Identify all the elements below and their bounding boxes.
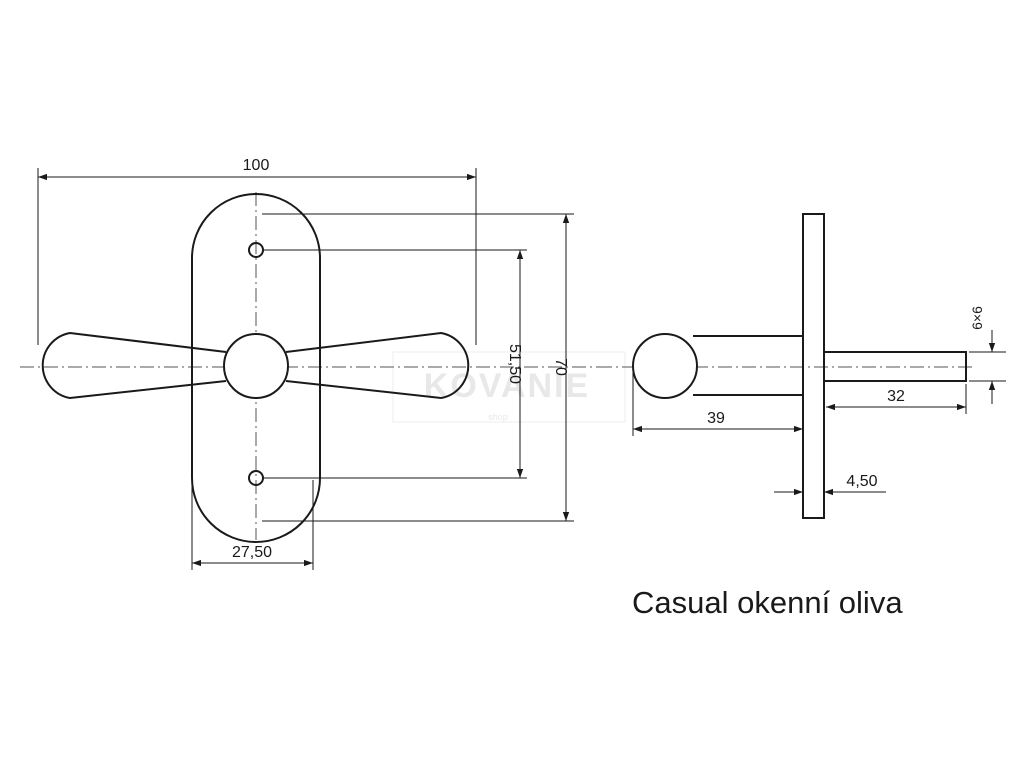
dim-total-width: 100 [37,157,477,345]
lever-left [41,331,227,400]
dim-70-text: 70 [552,358,569,376]
knob-neck [693,335,803,396]
watermark-sub: shop [488,412,508,422]
center-boss [223,333,289,399]
dim-rosette-width: 27,50 [191,480,314,570]
lever-right [285,331,470,400]
rosette-plate [802,213,825,519]
dim-rosette-thickness: 4,50 [774,473,886,496]
watermark-brand: KOVANIE [424,367,590,405]
side-view [598,213,975,519]
dim-450-text: 4,50 [846,473,877,490]
dim-rosette-height: 70 [262,213,574,522]
dim-32-text: 32 [887,388,905,405]
dim-spindle-square: 6×6 [969,306,1006,404]
watermark-logo: KOVANIE shop [392,351,626,423]
spindle [824,351,967,382]
dim-hole-spacing: 51,50 [262,249,527,479]
dim-spindle-length: 32 [826,384,967,414]
dim-projection: 39 [632,368,804,436]
product-title: Casual okenní oliva [632,585,903,620]
dim-39-text: 39 [707,410,725,427]
dim-100-text: 100 [243,157,270,174]
dim-6x6-text: 6×6 [969,306,985,330]
front-view [20,192,612,543]
knob-ball [632,333,698,399]
dim-2750-text: 27,50 [232,544,272,561]
dim-5150-text: 51,50 [506,344,523,384]
